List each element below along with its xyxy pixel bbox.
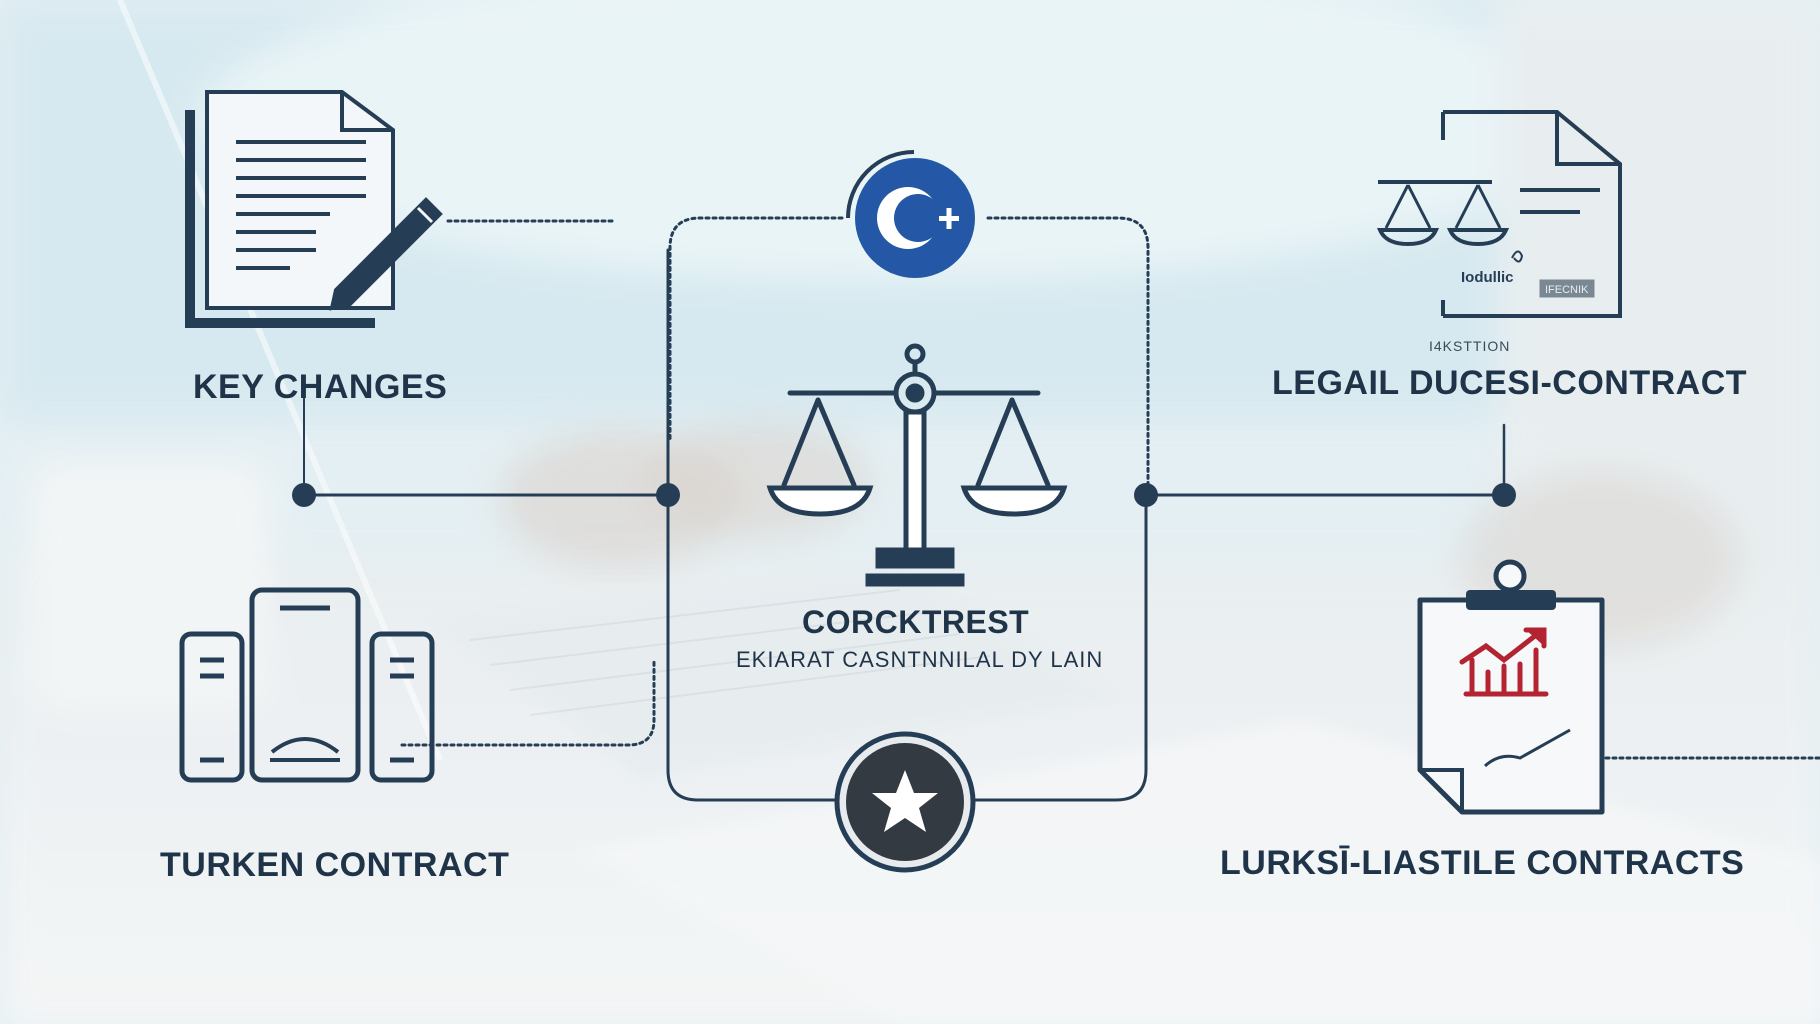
connector-top-left-dotted (668, 216, 844, 442)
connector-devices-dotted (400, 658, 656, 747)
key-changes-label: KEY CHANGES (193, 368, 448, 406)
lurksi-contracts-label: LURKSĪ-LIASTILE CONTRACTS (1220, 844, 1745, 882)
document-pen-icon (185, 90, 443, 328)
junction-dot-center-right (1134, 483, 1158, 507)
junction-dot-left (292, 483, 316, 507)
legal-document-scales-icon (1376, 110, 1622, 318)
connectors (302, 216, 1820, 802)
c-plus-badge-icon (846, 150, 975, 278)
center-title: CORCKTREST (802, 604, 1030, 640)
star-badge-icon (834, 731, 976, 873)
connector-top-right-dotted (986, 216, 1150, 492)
devices-icon (179, 587, 435, 783)
legal-doc-text-1: Iodullic (1461, 269, 1514, 286)
connector-right-solid (970, 498, 1148, 802)
scales-of-justice-icon (766, 343, 1068, 587)
turken-contract-label: TURKEN CONTRACT (160, 846, 510, 884)
connector-left-solid (666, 248, 844, 802)
legal-doc-stamp-text: IFECNIK (1545, 284, 1589, 296)
legal-small-label: I4KSTTION (1429, 338, 1511, 354)
legal-contract-label: LEGAIL DUCESI-CONTRACT (1272, 364, 1748, 402)
clipboard-chart-icon (1417, 559, 1605, 815)
center-subtitle: EKIARAT CASNTNNILAL DY LAIN (736, 647, 1104, 672)
junction-dot-center-left (656, 483, 680, 507)
junction-dot-right (1492, 483, 1516, 507)
